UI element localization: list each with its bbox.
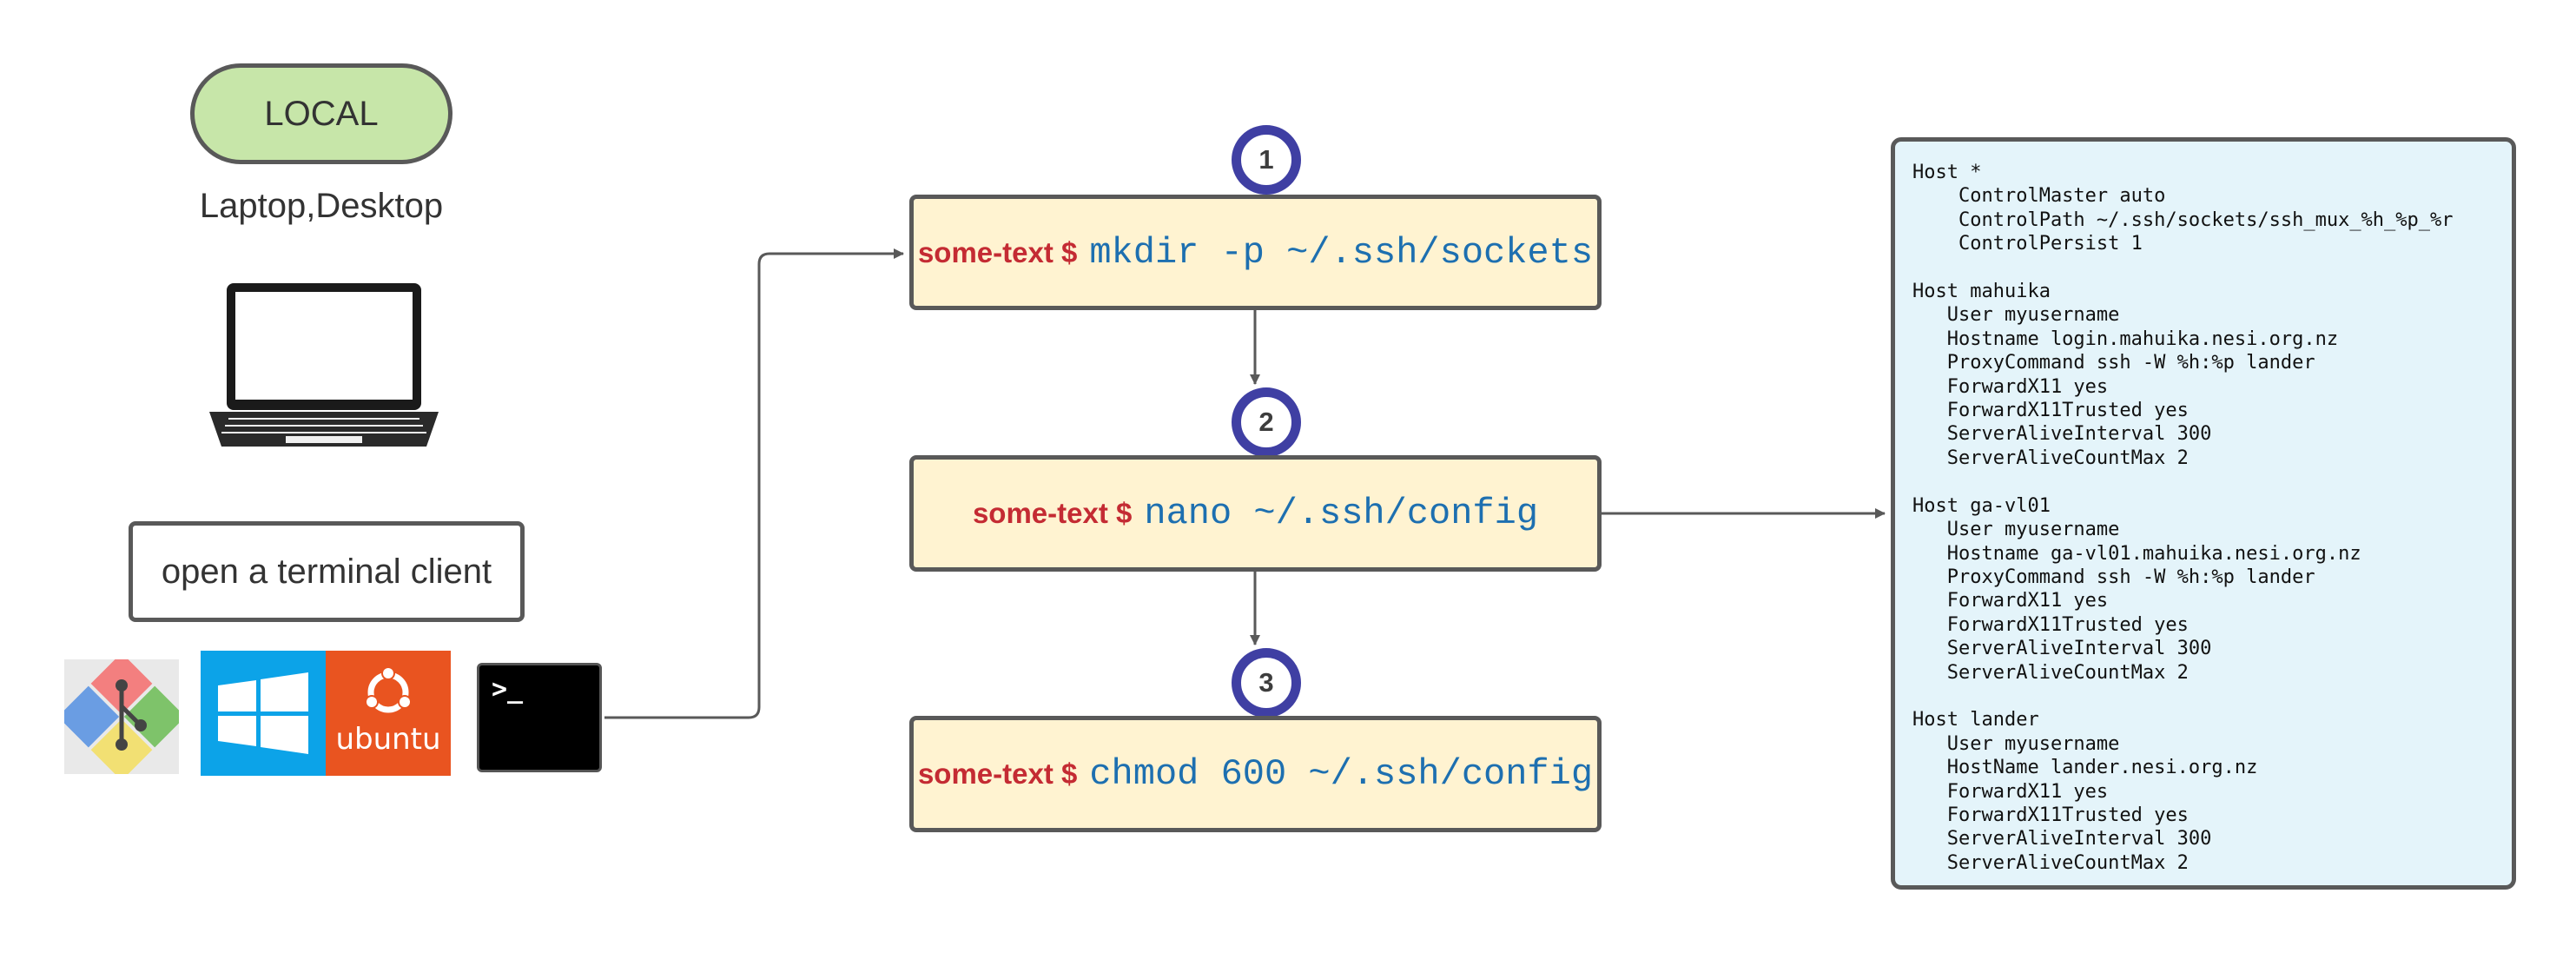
step-2-command: nano ~/.ssh/config <box>1144 493 1539 534</box>
step-3-number: 3 <box>1258 667 1274 698</box>
local-label: LOCAL <box>190 63 452 164</box>
step-1-badge: 1 <box>1232 125 1301 195</box>
step-3-prompt: some-text $ <box>917 758 1078 790</box>
ubuntu-label: ubuntu <box>335 722 441 757</box>
git-bash-icon <box>64 659 179 774</box>
step-1-command-box: some-text $ mkdir -p ~/.ssh/sockets <box>909 195 1602 310</box>
step-2-number: 2 <box>1258 407 1274 437</box>
ubuntu-circle-of-friends-icon <box>365 666 412 713</box>
step-2-badge: 2 <box>1232 387 1301 457</box>
local-subtitle: Laptop,Desktop <box>199 187 444 225</box>
step-3-command: chmod 600 ~/.ssh/config <box>1089 753 1594 795</box>
step-3-badge: 3 <box>1232 648 1301 718</box>
ssh-config-text: Host * ControlMaster auto ControlPath ~/… <box>1912 162 2454 874</box>
laptop-icon <box>209 283 439 447</box>
ssh-config-panel: Host * ControlMaster auto ControlPath ~/… <box>1891 137 2516 890</box>
step-1-prompt: some-text $ <box>917 235 1078 268</box>
step-1-command: mkdir -p ~/.ssh/sockets <box>1089 231 1594 274</box>
terminal-client-hint: open a terminal client <box>129 521 525 622</box>
step-2-prompt: some-text $ <box>972 497 1133 529</box>
step-2-command-box: some-text $ nano ~/.ssh/config <box>909 455 1602 572</box>
terminal-client-hint-text: open a terminal client <box>161 552 492 591</box>
terminal-prompt-glyph: >_ <box>492 674 524 705</box>
windows-icon <box>201 651 326 776</box>
ubuntu-icon: ubuntu <box>326 651 451 776</box>
step-3-command-box: some-text $ chmod 600 ~/.ssh/config <box>909 716 1602 832</box>
terminal-icon: >_ <box>477 663 602 772</box>
connector-terminal-to-step1 <box>604 248 904 719</box>
local-title: LOCAL <box>264 94 379 133</box>
step-1-number: 1 <box>1258 144 1274 175</box>
